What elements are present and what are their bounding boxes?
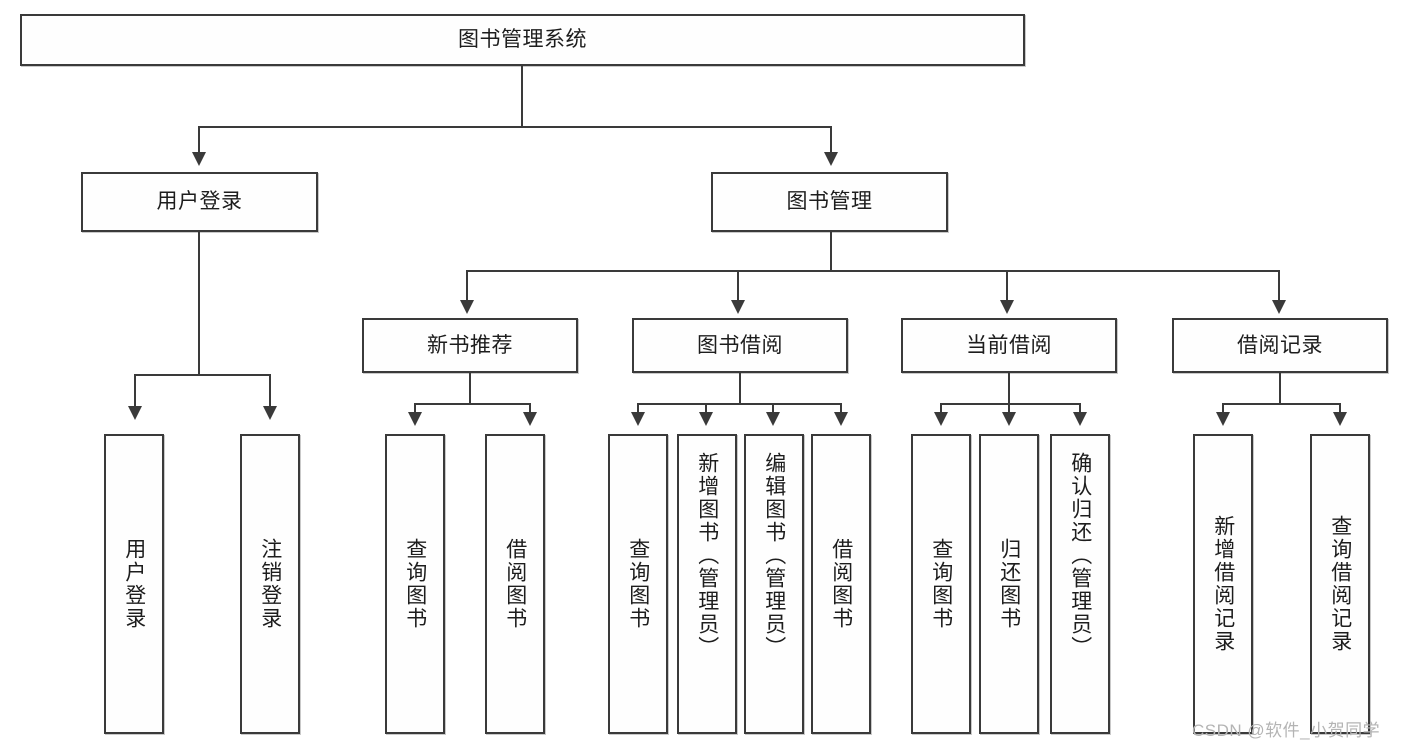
arrow-br-to-leaf-add-record <box>1216 412 1230 426</box>
node-borrow-record[interactable]: 借阅记录 <box>1172 318 1388 373</box>
node-leaf-edit-book[interactable]: 编辑图书（管理员） <box>744 434 804 734</box>
connector-root-stem <box>521 66 523 126</box>
node-book-borrow[interactable]: 图书借阅 <box>632 318 848 373</box>
arrow-bb-to-leaf-edit-book <box>766 412 780 426</box>
node-user-login[interactable]: 用户登录 <box>81 172 318 232</box>
connector-cb-bus <box>940 403 1081 405</box>
node-leaf-borrow-book-1[interactable]: 借阅图书 <box>485 434 545 734</box>
node-leaf-confirm-return[interactable]: 确认归还（管理员） <box>1050 434 1110 734</box>
node-label: 图书借阅 <box>697 333 783 357</box>
node-label: 编辑图书（管理员） <box>762 452 786 659</box>
connector-root-to-user-login <box>198 126 200 154</box>
connector-br-drop-2 <box>1339 403 1341 415</box>
arrow-bm-to-current-borrow <box>1000 300 1014 314</box>
node-leaf-user-login[interactable]: 用户登录 <box>104 434 164 734</box>
connector-bb-drop-1 <box>637 403 639 415</box>
connector-bb-stem <box>739 373 741 405</box>
node-label: 新增借阅记录 <box>1211 515 1235 653</box>
arrow-cb-to-leaf-confirm-return <box>1073 412 1087 426</box>
node-label: 查询借阅记录 <box>1328 515 1352 653</box>
node-leaf-query-book-1[interactable]: 查询图书 <box>385 434 445 734</box>
connector-user-login-drop-2 <box>269 374 271 408</box>
connector-user-login-bus <box>134 374 270 376</box>
node-label: 新书推荐 <box>427 333 513 357</box>
connector-nbr-stem <box>469 373 471 405</box>
arrow-nbr-to-leaf-borrow-book <box>523 412 537 426</box>
node-leaf-query-record[interactable]: 查询借阅记录 <box>1310 434 1370 734</box>
node-leaf-query-book-2[interactable]: 查询图书 <box>608 434 668 734</box>
node-label: 借阅图书 <box>829 538 853 630</box>
arrow-root-to-user-login <box>192 152 206 166</box>
connector-user-login-drop-1 <box>134 374 136 408</box>
arrow-bb-to-leaf-borrow-book <box>834 412 848 426</box>
node-label: 查询图书 <box>403 538 427 630</box>
node-label: 借阅图书 <box>503 538 527 630</box>
arrow-user-login-to-leaf-user-login <box>128 406 142 420</box>
connector-bm-drop-4 <box>1278 270 1280 302</box>
connector-cb-drop-3 <box>1079 403 1081 415</box>
connector-book-management-stem <box>830 232 832 272</box>
node-book-management[interactable]: 图书管理 <box>711 172 948 232</box>
connector-bb-drop-3 <box>772 403 774 415</box>
connector-cb-drop-1 <box>940 403 942 415</box>
connector-bb-drop-2 <box>705 403 707 415</box>
connector-br-bus <box>1222 403 1341 405</box>
connector-nbr-bus <box>414 403 531 405</box>
arrow-user-login-to-leaf-logout <box>263 406 277 420</box>
connector-book-management-bus <box>466 270 1280 272</box>
node-leaf-logout[interactable]: 注销登录 <box>240 434 300 734</box>
connector-bm-drop-2 <box>737 270 739 302</box>
node-root-book-management-system[interactable]: 图书管理系统 <box>20 14 1025 66</box>
node-label: 用户登录 <box>122 538 146 630</box>
connector-nbr-drop-1 <box>414 403 416 415</box>
arrow-cb-to-leaf-query-book <box>934 412 948 426</box>
connector-cb-drop-2 <box>1008 403 1010 415</box>
node-label: 新增图书（管理员） <box>695 452 719 659</box>
node-leaf-add-book[interactable]: 新增图书（管理员） <box>677 434 737 734</box>
arrow-bb-to-leaf-query-book <box>631 412 645 426</box>
node-leaf-return-book[interactable]: 归还图书 <box>979 434 1039 734</box>
node-leaf-query-book-3[interactable]: 查询图书 <box>911 434 971 734</box>
node-new-book-recommend[interactable]: 新书推荐 <box>362 318 578 373</box>
arrow-root-to-book-management <box>824 152 838 166</box>
connector-nbr-drop-2 <box>529 403 531 415</box>
watermark-text: CSDN @软件_小贺同学 <box>1192 721 1381 740</box>
node-label: 确认归还（管理员） <box>1068 452 1092 659</box>
node-leaf-add-record[interactable]: 新增借阅记录 <box>1193 434 1253 734</box>
connector-bb-drop-4 <box>840 403 842 415</box>
node-label: 注销登录 <box>258 538 282 630</box>
arrow-cb-to-leaf-return-book <box>1002 412 1016 426</box>
node-current-borrow[interactable]: 当前借阅 <box>901 318 1117 373</box>
connector-root-bus <box>198 126 832 128</box>
arrow-bm-to-book-borrow <box>731 300 745 314</box>
arrow-br-to-leaf-query-record <box>1333 412 1347 426</box>
arrow-bm-to-new-book-recommend <box>460 300 474 314</box>
connector-bm-drop-1 <box>466 270 468 302</box>
node-label: 图书管理系统 <box>458 28 587 52</box>
connector-br-drop-1 <box>1222 403 1224 415</box>
arrow-bb-to-leaf-add-book <box>699 412 713 426</box>
arrow-bm-to-borrow-record <box>1272 300 1286 314</box>
node-label: 查询图书 <box>929 538 953 630</box>
node-leaf-borrow-book-2[interactable]: 借阅图书 <box>811 434 871 734</box>
node-label: 归还图书 <box>997 538 1021 630</box>
connector-bb-bus <box>637 403 841 405</box>
node-label: 图书管理 <box>786 190 873 214</box>
node-label: 用户登录 <box>156 190 243 214</box>
connector-user-login-stem <box>198 232 200 376</box>
connector-root-to-book-management <box>830 126 832 154</box>
node-label: 查询图书 <box>626 538 650 630</box>
node-label: 当前借阅 <box>966 333 1052 357</box>
arrow-nbr-to-leaf-query-book <box>408 412 422 426</box>
node-label: 借阅记录 <box>1237 333 1323 357</box>
connector-cb-stem <box>1008 373 1010 405</box>
connector-br-stem <box>1279 373 1281 405</box>
connector-bm-drop-3 <box>1006 270 1008 302</box>
